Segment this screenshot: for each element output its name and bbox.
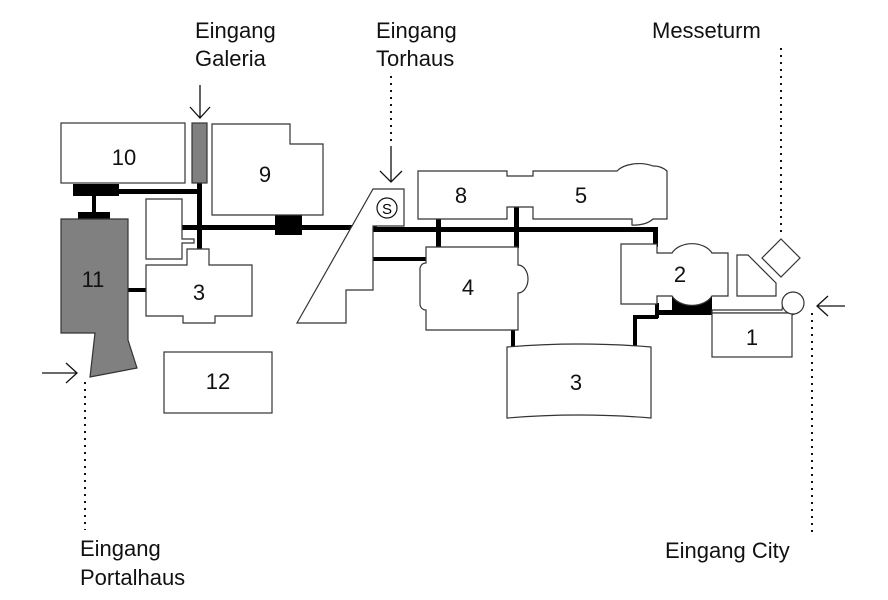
hall-4[interactable] bbox=[419, 246, 529, 331]
hall-1[interactable] bbox=[711, 312, 793, 358]
arrow-down-icon bbox=[379, 146, 403, 183]
walkway-block bbox=[275, 215, 302, 235]
entrance-galeria-label: Eingang bbox=[195, 18, 276, 43]
messeturm-building[interactable] bbox=[761, 238, 801, 278]
arrow-right-icon bbox=[42, 362, 78, 384]
messeturm-label: Messeturm bbox=[652, 18, 761, 43]
walkway bbox=[653, 227, 658, 247]
hall-6-5[interactable] bbox=[417, 163, 668, 226]
torhaus[interactable] bbox=[295, 188, 405, 324]
walkway bbox=[128, 288, 146, 292]
walkway-block bbox=[78, 212, 110, 219]
entrance-torhaus-label: Torhaus bbox=[376, 46, 454, 71]
hall-number: 10 bbox=[112, 145, 136, 170]
entry-rotunda bbox=[781, 291, 805, 315]
entrance-city-label: Eingang City bbox=[665, 538, 790, 563]
walkway-block bbox=[73, 184, 119, 196]
walkway bbox=[511, 330, 515, 347]
walkway bbox=[633, 315, 658, 319]
hall-number: 11 bbox=[82, 267, 105, 292]
annex-building bbox=[145, 198, 195, 260]
walkways bbox=[73, 183, 782, 348]
building-triangle bbox=[736, 254, 777, 297]
hall-8[interactable] bbox=[211, 123, 324, 216]
hall-number: 8 bbox=[455, 183, 467, 208]
hall-number: 3 bbox=[193, 280, 205, 305]
walkway bbox=[197, 183, 202, 249]
galeria-building bbox=[191, 122, 208, 184]
hall-9[interactable] bbox=[60, 122, 186, 184]
walkway bbox=[373, 257, 427, 261]
hall-number: 12 bbox=[206, 369, 230, 394]
walkway bbox=[92, 196, 96, 212]
s-bahn-label: S bbox=[382, 201, 392, 218]
arrow-left-icon bbox=[816, 295, 845, 317]
hall-12[interactable] bbox=[163, 351, 273, 414]
walkway bbox=[119, 189, 201, 194]
entrance-portalhaus-label: Portalhaus bbox=[80, 565, 185, 590]
entrance-torhaus-label: Eingang bbox=[376, 18, 457, 43]
entrance-galeria-label: Galeria bbox=[195, 46, 267, 71]
hall-10[interactable] bbox=[145, 248, 253, 324]
hall-2[interactable] bbox=[620, 243, 729, 306]
hall-3[interactable] bbox=[506, 343, 652, 419]
arrow-down-icon bbox=[189, 85, 211, 119]
hall-number: 3 bbox=[570, 370, 582, 395]
hall-number: 5 bbox=[575, 183, 587, 208]
walkway bbox=[633, 315, 637, 348]
walkway bbox=[436, 219, 441, 248]
hall-number: 2 bbox=[674, 262, 686, 287]
hall-number: 4 bbox=[462, 275, 474, 300]
hall-11[interactable] bbox=[60, 218, 138, 378]
s-bahn-icon bbox=[376, 197, 398, 219]
entrance-portalhaus-label: Eingang bbox=[80, 536, 161, 561]
hall-number: 9 bbox=[259, 162, 271, 187]
hall-number: 1 bbox=[746, 325, 758, 350]
walkway bbox=[514, 207, 519, 248]
